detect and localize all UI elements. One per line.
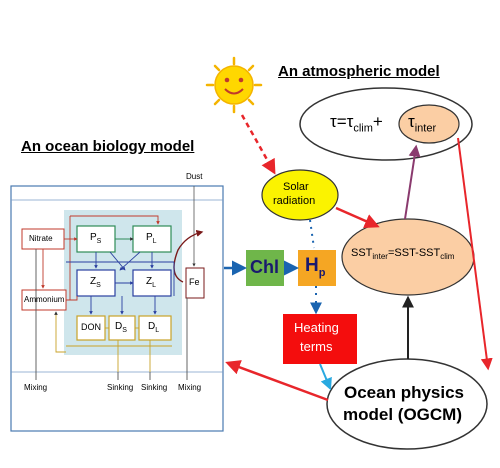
ammonium-label: Ammonium: [24, 295, 65, 304]
mixing-left-label: Mixing: [24, 383, 48, 392]
zs-base: Z: [90, 276, 97, 287]
zs-sub: S: [96, 282, 101, 289]
sst-b: =SST-SST: [387, 247, 441, 259]
ds-sub: S: [122, 327, 127, 334]
sst-to-tau-arrow: [404, 144, 421, 220]
solar-to-sst-arrow: [335, 206, 380, 229]
pl-label: PL: [146, 232, 157, 245]
solar-label-line2: radiation: [273, 195, 316, 207]
hp-base: H: [305, 255, 319, 276]
mixing-right-label: Mixing: [178, 383, 202, 392]
sun-to-solar-arrow: [240, 114, 276, 175]
ds-label: DS: [115, 321, 127, 334]
heating-label-line2: terms: [300, 339, 333, 354]
zs-label: ZS: [90, 276, 101, 289]
solar-radiation-ellipse: [261, 169, 339, 221]
sst-a-sub: inter: [372, 252, 388, 262]
hp-label: Hp: [305, 255, 325, 279]
sst-equation: SSTinter=SST-SSTclim: [351, 247, 454, 261]
dl-base: D: [148, 321, 156, 332]
tau-equation: τ=τclim+: [330, 112, 383, 134]
zl-sub: L: [152, 282, 157, 289]
atmospheric-model-heading: An atmospheric model: [278, 63, 440, 80]
sst-a: SST: [351, 247, 373, 259]
tau-inter-base: τ: [408, 112, 415, 131]
tau-inter-label: τinter: [408, 112, 436, 134]
ocean-biology-panel: [10, 185, 224, 432]
ps-base: P: [90, 232, 97, 243]
pl-sub: L: [152, 238, 157, 245]
tau-plus: +: [372, 112, 383, 131]
solar-to-hp-dotted: [309, 219, 315, 249]
tau-to-ogcm-arrow: [457, 137, 493, 371]
nitrate-label: Nitrate: [29, 234, 53, 243]
ogcm-ellipse: [326, 358, 488, 450]
ocean-biology-heading: An ocean biology model: [21, 138, 195, 155]
tau-lhs: τ=τ: [330, 112, 354, 131]
tau-inter-sub: inter: [414, 122, 437, 135]
fe-label: Fe: [189, 277, 200, 287]
ps-label: PS: [90, 232, 101, 245]
don-label: DON: [81, 322, 101, 332]
solar-label-line1: Solar: [283, 181, 309, 193]
pl-base: P: [146, 232, 153, 243]
dl-sub: L: [155, 327, 160, 334]
ogcm-to-biology-arrow: [225, 360, 329, 402]
heating-terms-box: [283, 314, 357, 364]
sinking-right-label: Sinking: [141, 383, 168, 392]
ogcm-label-line2: model (OGCM): [343, 405, 462, 424]
ps-sub: S: [96, 238, 102, 245]
tau-clim-sub: clim: [353, 122, 373, 135]
chl-box: [246, 250, 284, 286]
dl-label: DL: [148, 321, 159, 334]
zl-label: ZL: [146, 276, 156, 289]
zl-base: Z: [146, 276, 153, 287]
ogcm-label-line1: Ocean physics: [344, 383, 465, 402]
tau-inter-ellipse: [398, 104, 460, 144]
ds-base: D: [115, 321, 123, 332]
sst-b-sub: clim: [440, 252, 455, 262]
hp-sub: p: [318, 266, 326, 279]
hp-box: [298, 250, 336, 286]
heating-label-line1: Heating: [294, 320, 339, 335]
chl-label: Chl: [250, 257, 279, 277]
dust-label: Dust: [186, 172, 203, 181]
heating-to-ogcm-arrow: [319, 363, 332, 391]
sun-icon: [205, 56, 263, 114]
sinking-left-label: Sinking: [107, 383, 134, 392]
